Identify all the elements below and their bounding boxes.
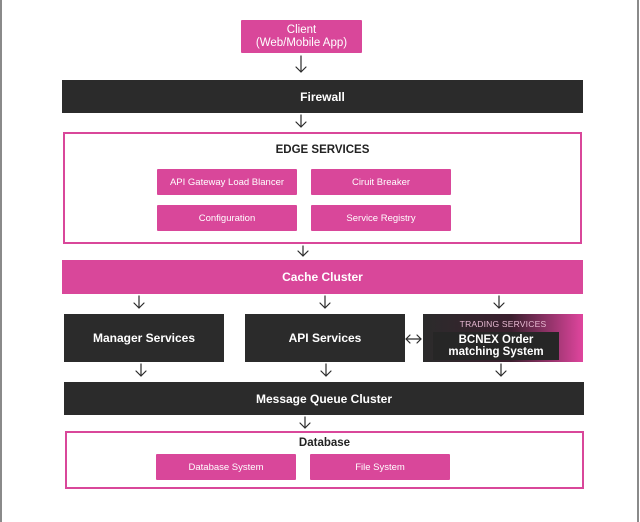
- message-queue-node: Message Queue Cluster: [64, 382, 584, 415]
- left-frame-border: [0, 0, 2, 522]
- message-queue-label: Message Queue Cluster: [255, 391, 393, 406]
- service-registry-label: Service Registry: [346, 212, 416, 224]
- edge-services-title: EDGE SERVICES: [275, 144, 370, 156]
- edge-services-group: EDGE SERVICES API Gateway Load Blancer C…: [63, 132, 582, 244]
- cache-cluster-node: Cache Cluster: [62, 260, 583, 294]
- order-matching-line1: BCNEX Order: [458, 334, 534, 346]
- configuration-label: Configuration: [198, 212, 256, 224]
- trading-services-node: TRADING SERVICES BCNEX Order matching Sy…: [423, 314, 583, 362]
- arrow-trading-to-mq: [495, 363, 507, 377]
- api-services-label: API Services: [288, 331, 362, 345]
- arrow-cache-to-manager: [133, 295, 145, 309]
- database-title: Database: [298, 437, 351, 449]
- client-subtitle: (Web/Mobile App): [255, 36, 348, 49]
- cache-cluster-label: Cache Cluster: [282, 270, 363, 284]
- api-gateway-label: API Gateway Load Blancer: [169, 176, 285, 188]
- arrow-api-trading-bidirectional: [405, 334, 422, 344]
- arrow-cache-to-api: [319, 295, 331, 309]
- arrow-api-to-mq: [320, 363, 332, 377]
- circuit-breaker-label: Ciruit Breaker: [351, 176, 411, 188]
- trading-services-label: TRADING SERVICES: [459, 319, 547, 329]
- arrow-firewall-to-edge: [295, 114, 307, 128]
- arrow-mq-to-database: [299, 416, 311, 429]
- arrow-cache-to-trading: [493, 295, 505, 309]
- api-services-node: API Services: [245, 314, 405, 362]
- file-system-label: File System: [355, 461, 405, 473]
- api-gateway-node: API Gateway Load Blancer: [157, 169, 297, 195]
- right-frame-border: [637, 0, 639, 522]
- circuit-breaker-node: Ciruit Breaker: [311, 169, 451, 195]
- firewall-node: Firewall: [62, 80, 583, 113]
- file-system-node: File System: [310, 454, 450, 480]
- firewall-label: Firewall: [300, 89, 345, 104]
- order-matching-system-node: BCNEX Order matching System: [433, 332, 559, 360]
- service-registry-node: Service Registry: [311, 205, 451, 231]
- manager-services-node: Manager Services: [64, 314, 224, 362]
- configuration-node: Configuration: [157, 205, 297, 231]
- client-title: Client: [286, 23, 317, 36]
- arrow-manager-to-mq: [135, 363, 147, 377]
- client-node: Client (Web/Mobile App): [241, 20, 362, 53]
- arrow-edge-to-cache: [297, 245, 309, 257]
- database-system-node: Database System: [156, 454, 296, 480]
- database-system-label: Database System: [188, 461, 264, 473]
- manager-services-label: Manager Services: [92, 331, 196, 345]
- order-matching-line2: matching System: [448, 346, 544, 358]
- database-group: Database Database System File System: [65, 431, 584, 489]
- arrow-client-to-firewall: [295, 55, 307, 73]
